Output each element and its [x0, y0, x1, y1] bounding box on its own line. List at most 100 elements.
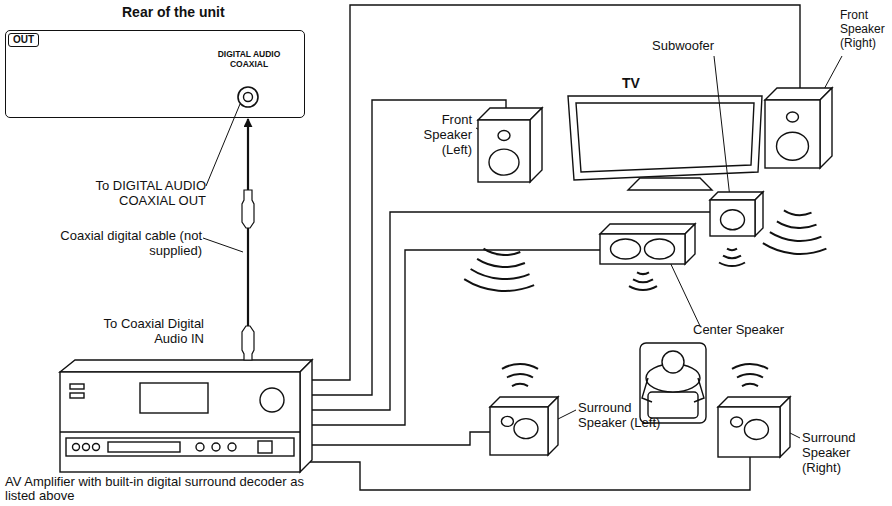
speaker-cone — [787, 112, 799, 122]
speaker-side — [780, 397, 790, 457]
sound-waves — [464, 249, 534, 291]
speaker-label: Subwoofer — [652, 38, 714, 53]
leader-line — [714, 56, 730, 198]
leader-line — [206, 104, 240, 186]
speaker-side — [530, 108, 542, 182]
panel-tab: OUT — [8, 33, 39, 47]
speaker-top — [718, 397, 790, 407]
amp-button — [93, 444, 100, 451]
sound-wave — [502, 364, 538, 369]
speaker-label: Surround Speaker (Right) — [802, 430, 868, 475]
speaker-cone — [777, 132, 809, 160]
sound-wave — [777, 221, 817, 228]
wire — [305, 5, 800, 380]
speaker-top — [490, 397, 558, 407]
device-caption: AV Amplifier with built-in digital surro… — [5, 475, 305, 503]
cable-label: Coaxial digital cable (not supplied) — [40, 228, 202, 258]
port-label: To DIGITAL AUDIO COAXIAL OUT — [40, 178, 206, 208]
amp-side — [300, 360, 312, 472]
coaxial-jack — [238, 87, 258, 107]
tv-body — [568, 96, 762, 180]
amp-panel-line — [60, 431, 300, 432]
speaker — [490, 397, 558, 455]
wire — [305, 455, 750, 490]
chair-seat — [648, 392, 698, 418]
speaker-cone — [498, 131, 510, 141]
amp-button — [196, 443, 204, 451]
cable-plug — [242, 326, 254, 360]
amp-display — [140, 383, 208, 413]
amp-button — [212, 443, 220, 451]
sound-wave — [464, 279, 534, 291]
leader-line — [668, 258, 700, 326]
speaker-front — [490, 407, 548, 455]
speaker-top — [710, 192, 763, 200]
speaker-cone — [501, 416, 513, 426]
speaker-cone — [744, 420, 768, 440]
speaker-cone — [731, 417, 743, 427]
sound-wave — [629, 286, 657, 290]
arms — [642, 378, 704, 402]
sound-wave — [512, 384, 528, 386]
coaxial-jack — [244, 93, 253, 102]
head — [662, 351, 684, 373]
amp-slot — [108, 442, 180, 452]
sound-waves — [502, 364, 538, 386]
cable-plug — [242, 190, 254, 228]
speaker-side — [685, 224, 695, 264]
sound-wave — [484, 249, 521, 255]
speaker — [600, 224, 695, 264]
speaker-front — [600, 234, 685, 264]
amp-button — [258, 441, 272, 453]
amp-top — [60, 360, 312, 372]
sound-wave — [742, 384, 758, 386]
sound-wave — [763, 243, 827, 254]
port-label: To Coaxial Digital Audio IN — [92, 316, 204, 346]
speaker-cone — [645, 239, 675, 259]
jack-label: DIGITAL AUDIO COAXIAL — [206, 49, 292, 69]
amplifier-box: AV Amplifier with built-in digital surro… — [5, 357, 325, 506]
speaker-top — [600, 224, 695, 234]
leader-line — [203, 238, 243, 252]
coaxial-cable — [247, 119, 249, 357]
sound-wave — [732, 364, 768, 369]
speaker-front — [765, 100, 820, 168]
speaker-side — [755, 192, 763, 236]
speaker-cone — [489, 149, 519, 175]
tv-label: TV — [622, 76, 640, 91]
speaker-cone — [721, 210, 745, 230]
leader-lines — [203, 56, 842, 438]
sound-waves — [629, 272, 657, 290]
sound-waves — [732, 364, 768, 386]
speaker-cone — [514, 419, 538, 439]
amp-button — [228, 443, 236, 451]
speaker — [718, 397, 790, 457]
tv-screen — [576, 103, 754, 172]
speaker-front — [478, 120, 530, 182]
amp-button — [73, 444, 80, 451]
sound-wave — [507, 374, 533, 377]
speaker-label: Surround Speaker (Left) — [578, 400, 678, 430]
panel-heading: Rear of the unit — [122, 5, 225, 20]
sound-wave — [637, 272, 649, 274]
speaker-front — [710, 200, 755, 236]
sound-wave — [737, 374, 763, 377]
generated-illustration — [464, 88, 832, 457]
speaker-label: Center Speaker — [693, 322, 784, 337]
sound-wave — [784, 210, 812, 215]
speaker-cone — [611, 239, 641, 259]
sound-waves — [719, 249, 745, 266]
amp-knob — [260, 388, 284, 412]
speaker — [765, 88, 832, 168]
amp-button — [70, 393, 84, 398]
tv — [568, 96, 762, 190]
sound-waves — [763, 210, 827, 254]
wire — [305, 432, 490, 445]
speaker-wires — [305, 5, 800, 490]
chair — [640, 343, 706, 423]
amp-button — [83, 444, 90, 451]
sound-wave — [471, 269, 530, 279]
